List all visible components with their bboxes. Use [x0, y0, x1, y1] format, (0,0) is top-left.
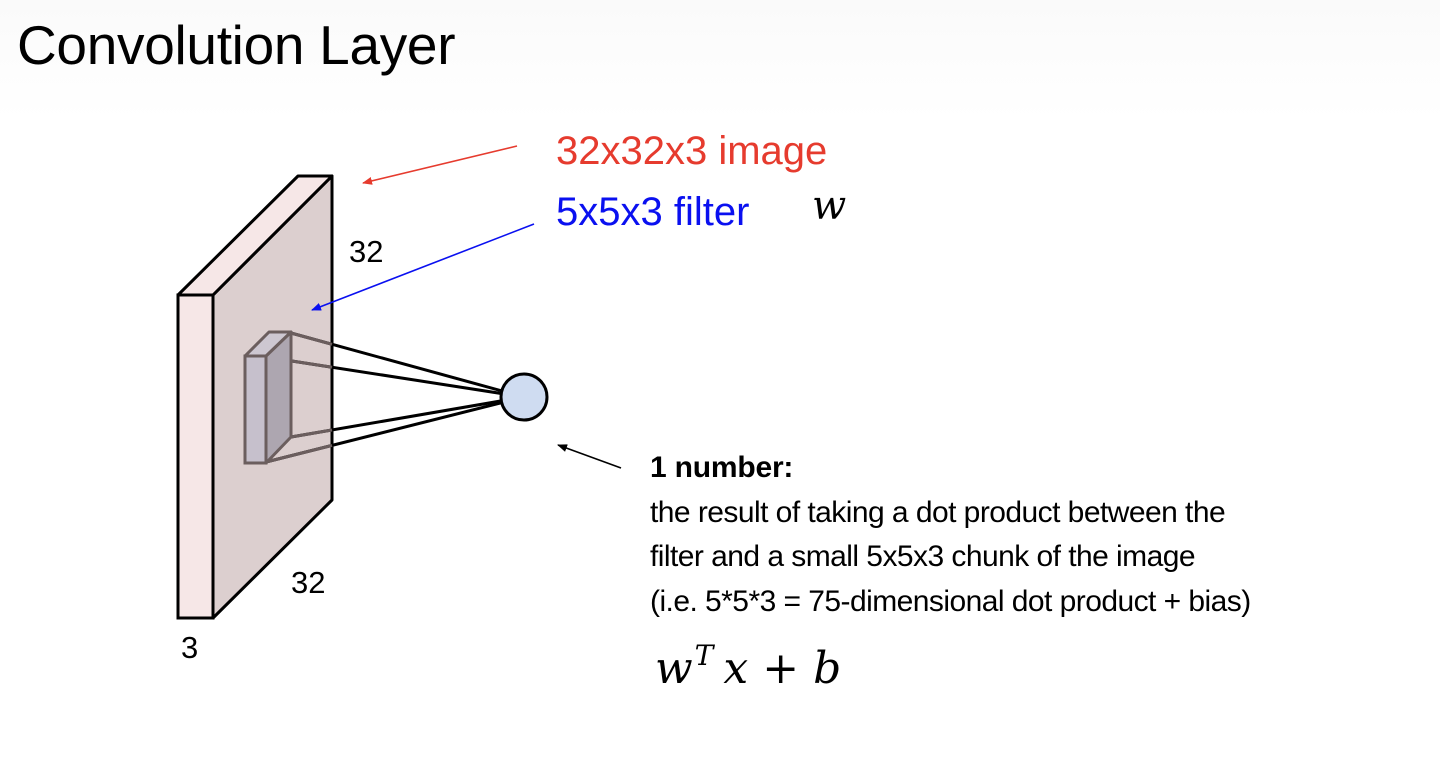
height-label: 32	[349, 234, 384, 269]
filter-arrow	[311, 223, 535, 311]
formula-transpose: T	[694, 639, 714, 672]
image-caption: 32x32x3 image	[556, 129, 828, 173]
description-line: filter and a small 5x5x3 chunk of the im…	[650, 540, 1196, 573]
description-heading: 1 number:	[650, 451, 794, 484]
filter-box	[243, 330, 293, 465]
receptive-field-lines	[265, 331, 525, 464]
formula-plus: +	[762, 643, 800, 694]
output-neuron	[499, 372, 549, 422]
filter-caption: 5x5x3 filter	[556, 190, 750, 234]
image-arrow	[362, 145, 518, 185]
output-arrow	[557, 444, 622, 469]
formula-x: x	[723, 643, 749, 694]
description-line: (i.e. 5*5*3 = 75-dimensional dot product…	[650, 584, 1251, 618]
formula-b: b	[813, 643, 842, 694]
width-label: 32	[291, 565, 326, 600]
slide-title: Convolution Layer	[17, 14, 456, 76]
filter-symbol: w	[812, 183, 847, 229]
description-line: the result of taking a dot product betwe…	[650, 495, 1226, 529]
formula-w: w	[655, 643, 693, 694]
volume-front-face	[176, 293, 215, 620]
output-description: 1 number: the result of taking a dot pro…	[650, 446, 1251, 624]
depth-label: 3	[181, 630, 199, 665]
filter-front-face	[243, 354, 268, 465]
